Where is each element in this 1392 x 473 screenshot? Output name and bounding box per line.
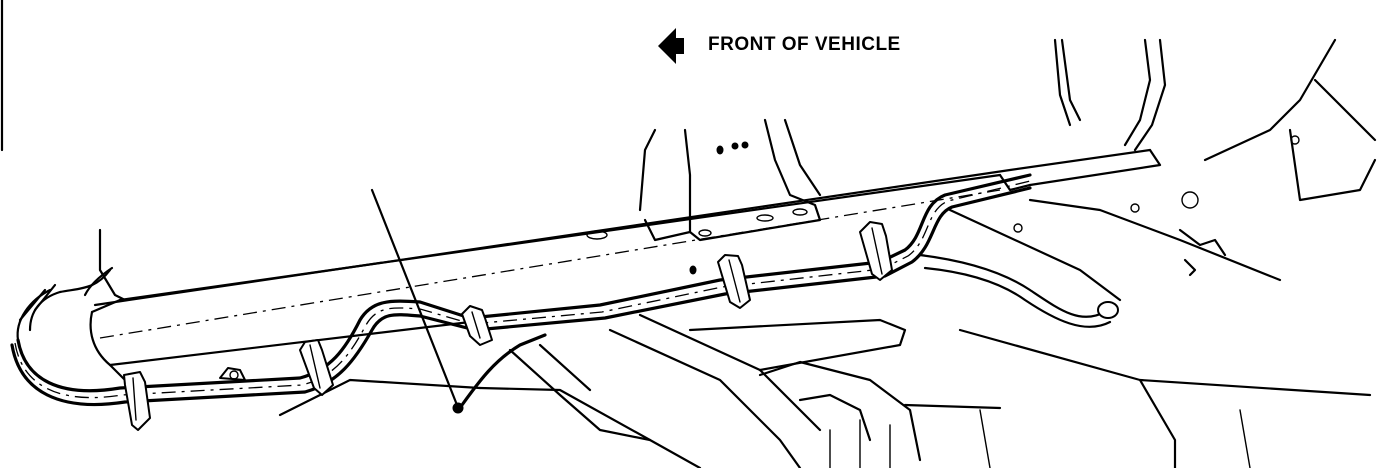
clip-3 [461, 305, 493, 346]
rear-pillar [1053, 38, 1377, 202]
clip-1 [123, 371, 151, 431]
clip-4 [717, 254, 751, 309]
b-pillar-panel [586, 118, 822, 275]
clip-2 [299, 339, 334, 396]
retaining-clips [123, 221, 893, 431]
left-arrow-icon [658, 28, 684, 64]
center-tunnel [278, 313, 922, 470]
fuel-line [10, 173, 1119, 414]
front-of-vehicle-label: FRONT OF VEHICLE [708, 34, 901, 55]
clip-5 [859, 221, 893, 281]
floor-pan [903, 191, 1372, 470]
frame-rail [89, 148, 1162, 382]
